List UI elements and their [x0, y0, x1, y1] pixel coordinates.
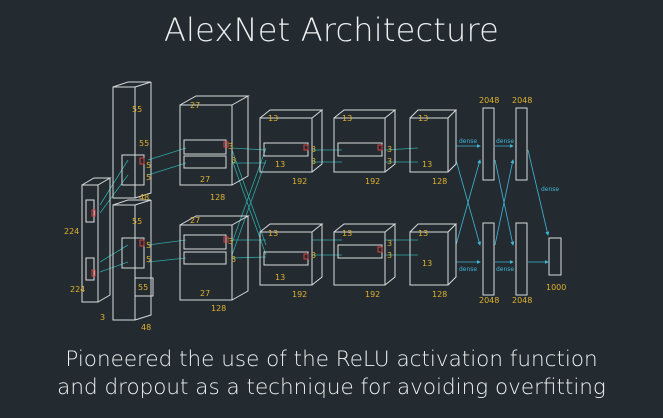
input-width-label: 224	[70, 285, 85, 294]
conv5-bottom-volume	[409, 223, 458, 286]
conv4-top-size-label: 13	[342, 114, 352, 123]
fc6-top-label: 2048	[479, 96, 499, 105]
conv1-kernel-a: 5	[146, 161, 151, 170]
conv1-top-volume	[112, 81, 152, 199]
conv5-top-size-label: 13	[418, 114, 428, 123]
conv2-kernel-a: 3	[228, 142, 233, 151]
conv1-top-depth-label: 48	[139, 193, 149, 202]
conv1-kernel-b: 5	[146, 173, 151, 182]
kernel-marks	[139, 141, 383, 260]
dense-label-3: dense	[496, 138, 514, 145]
fc7-top-bar	[515, 107, 528, 181]
conv4-top-depth-label: 192	[365, 177, 380, 186]
output-bar	[548, 237, 562, 276]
conv3-bottom-size-label: 13	[268, 229, 278, 238]
conv3-kernel-b: 3	[311, 157, 316, 166]
conv4-kernel-c: 3	[387, 239, 392, 248]
conv1-kernel-c: 5	[146, 241, 151, 250]
conv1-top-height-label: 55	[132, 105, 142, 114]
dense-label-5: dense	[541, 186, 559, 193]
conv5-bottom-side-label: 13	[422, 259, 432, 268]
conv4-bottom-depth-label: 192	[365, 290, 380, 299]
slide-title: AlexNet Architecture	[163, 11, 500, 49]
conv3-bottom-depth-label: 192	[292, 290, 307, 299]
conv1-bottom-depth-label: 48	[141, 323, 151, 332]
conv3-kernel-c: 3	[311, 251, 316, 260]
conv2-bottom-size-label: 27	[190, 216, 200, 225]
conv3-top-size-label: 13	[268, 114, 278, 123]
fc7-top-label: 2048	[512, 96, 532, 105]
dense-labels: dense dense dense dense dense	[459, 138, 559, 273]
conv2-top-side-label: 27	[200, 175, 210, 184]
conv1-bottom-height-label: 55	[132, 217, 142, 226]
conv3-top-depth-label: 192	[292, 177, 307, 186]
conv5-bottom-depth-label: 128	[432, 290, 447, 299]
conv5-top-depth-label: 128	[432, 177, 447, 186]
input-volume	[81, 177, 112, 303]
input-height-label: 224	[64, 227, 79, 236]
conv2-kernel-d: 3	[231, 255, 236, 264]
conv2-bottom-depth-label: 128	[211, 304, 226, 313]
conv1-top-width-label: 55	[139, 139, 149, 148]
conv4-kernel-a: 3	[387, 145, 392, 154]
caption-line-1: Pioneered the use of the ReLU activation…	[65, 347, 598, 372]
conv1-bottom-width-label: 55	[138, 283, 148, 292]
conv2-top-size-label: 27	[190, 101, 200, 110]
conv4-kernel-d: 3	[387, 251, 392, 260]
fc7-bottom-label: 2048	[512, 296, 532, 305]
conv2-kernel-b: 3	[231, 156, 236, 165]
conv3-bottom-volume	[259, 223, 324, 286]
conv3-top-volume	[259, 109, 324, 173]
fc6-bottom-bar	[482, 222, 495, 296]
fc6-top-bar	[482, 107, 495, 181]
dense-label-4: dense	[496, 266, 514, 273]
dense-label-1: dense	[459, 138, 477, 145]
conv3-top-side-label: 13	[275, 160, 285, 169]
dense-label-2: dense	[459, 266, 477, 273]
fc6-bottom-label: 2048	[479, 296, 499, 305]
conv2-top-volume	[179, 95, 250, 186]
conv2-kernel-c: 3	[228, 237, 233, 246]
conv5-top-side-label: 13	[422, 160, 432, 169]
slide-caption: Pioneered the use of the ReLU activation…	[0, 346, 663, 402]
conv1-bottom-volume	[112, 199, 154, 321]
conv1-kernel-d: 5	[146, 255, 151, 264]
dimension-labels: 224 224 3 55 55 48 5 5 55 5 5 55 48 27 2…	[64, 96, 566, 332]
conv4-bottom-size-label: 13	[342, 229, 352, 238]
input-depth-label: 3	[100, 313, 105, 322]
fc7-bottom-bar	[515, 222, 528, 296]
dense-arrows	[455, 144, 550, 264]
caption-line-2: and dropout as a technique for avoiding …	[57, 375, 606, 400]
conv5-bottom-size-label: 13	[418, 229, 428, 238]
conv5-top-volume	[409, 109, 458, 173]
conv2-top-depth-label: 128	[210, 193, 225, 202]
conv3-bottom-side-label: 13	[275, 273, 285, 282]
input-kernels	[91, 209, 96, 277]
conv2-bottom-side-label: 27	[200, 289, 210, 298]
output-label: 1000	[546, 283, 566, 292]
conv3-kernel-a: 3	[311, 145, 316, 154]
conv4-kernel-b: 3	[387, 157, 392, 166]
